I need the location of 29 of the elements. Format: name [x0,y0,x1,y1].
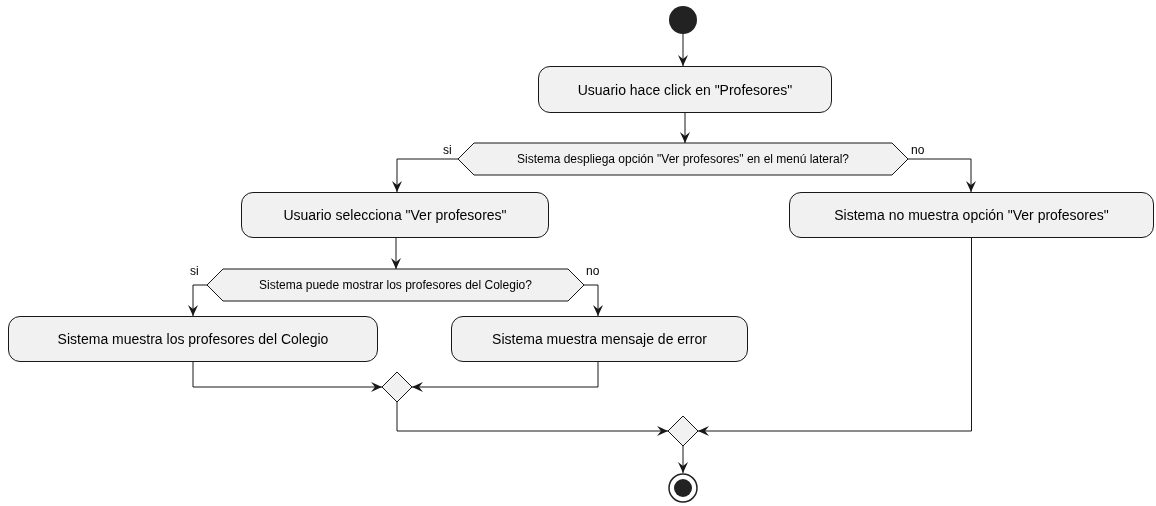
arrow [396,401,669,436]
action-box: Sistema no muestra opción "Ver profesores" [789,192,1154,238]
edge-label: si [190,265,199,277]
decision-hexagon [458,143,908,175]
start-node [669,6,697,34]
action-box: Usuario selecciona "Ver profesores" [241,192,549,238]
edge-label: no [586,265,600,277]
arrow [392,158,459,193]
arrow [907,158,976,193]
edge-label: no [911,144,925,156]
merge-diamond [668,416,698,446]
edge-label: si [443,144,452,156]
arrow [678,445,688,474]
action-box: Sistema muestra los profesores del Colegio [8,316,378,362]
arrow [680,112,690,144]
arrow [391,237,401,270]
action-box: Sistema muestra mensaje de error [451,316,748,362]
arrow [188,284,208,317]
decision-text: Sistema puede mostrar los profesores del Colegio? [259,278,532,292]
arrow [583,284,603,317]
arrow [697,237,972,436]
decision-hexagon [207,269,584,301]
decision-text: Sistema despliega opción "Ver profesores" en el menú lateral? [516,152,849,166]
merge-diamond [382,372,412,402]
end-node [668,473,698,503]
action-box: Usuario hace click en "Profesores" [538,66,832,113]
arrow [411,361,599,392]
arrow [192,361,383,392]
arrow [678,33,688,67]
